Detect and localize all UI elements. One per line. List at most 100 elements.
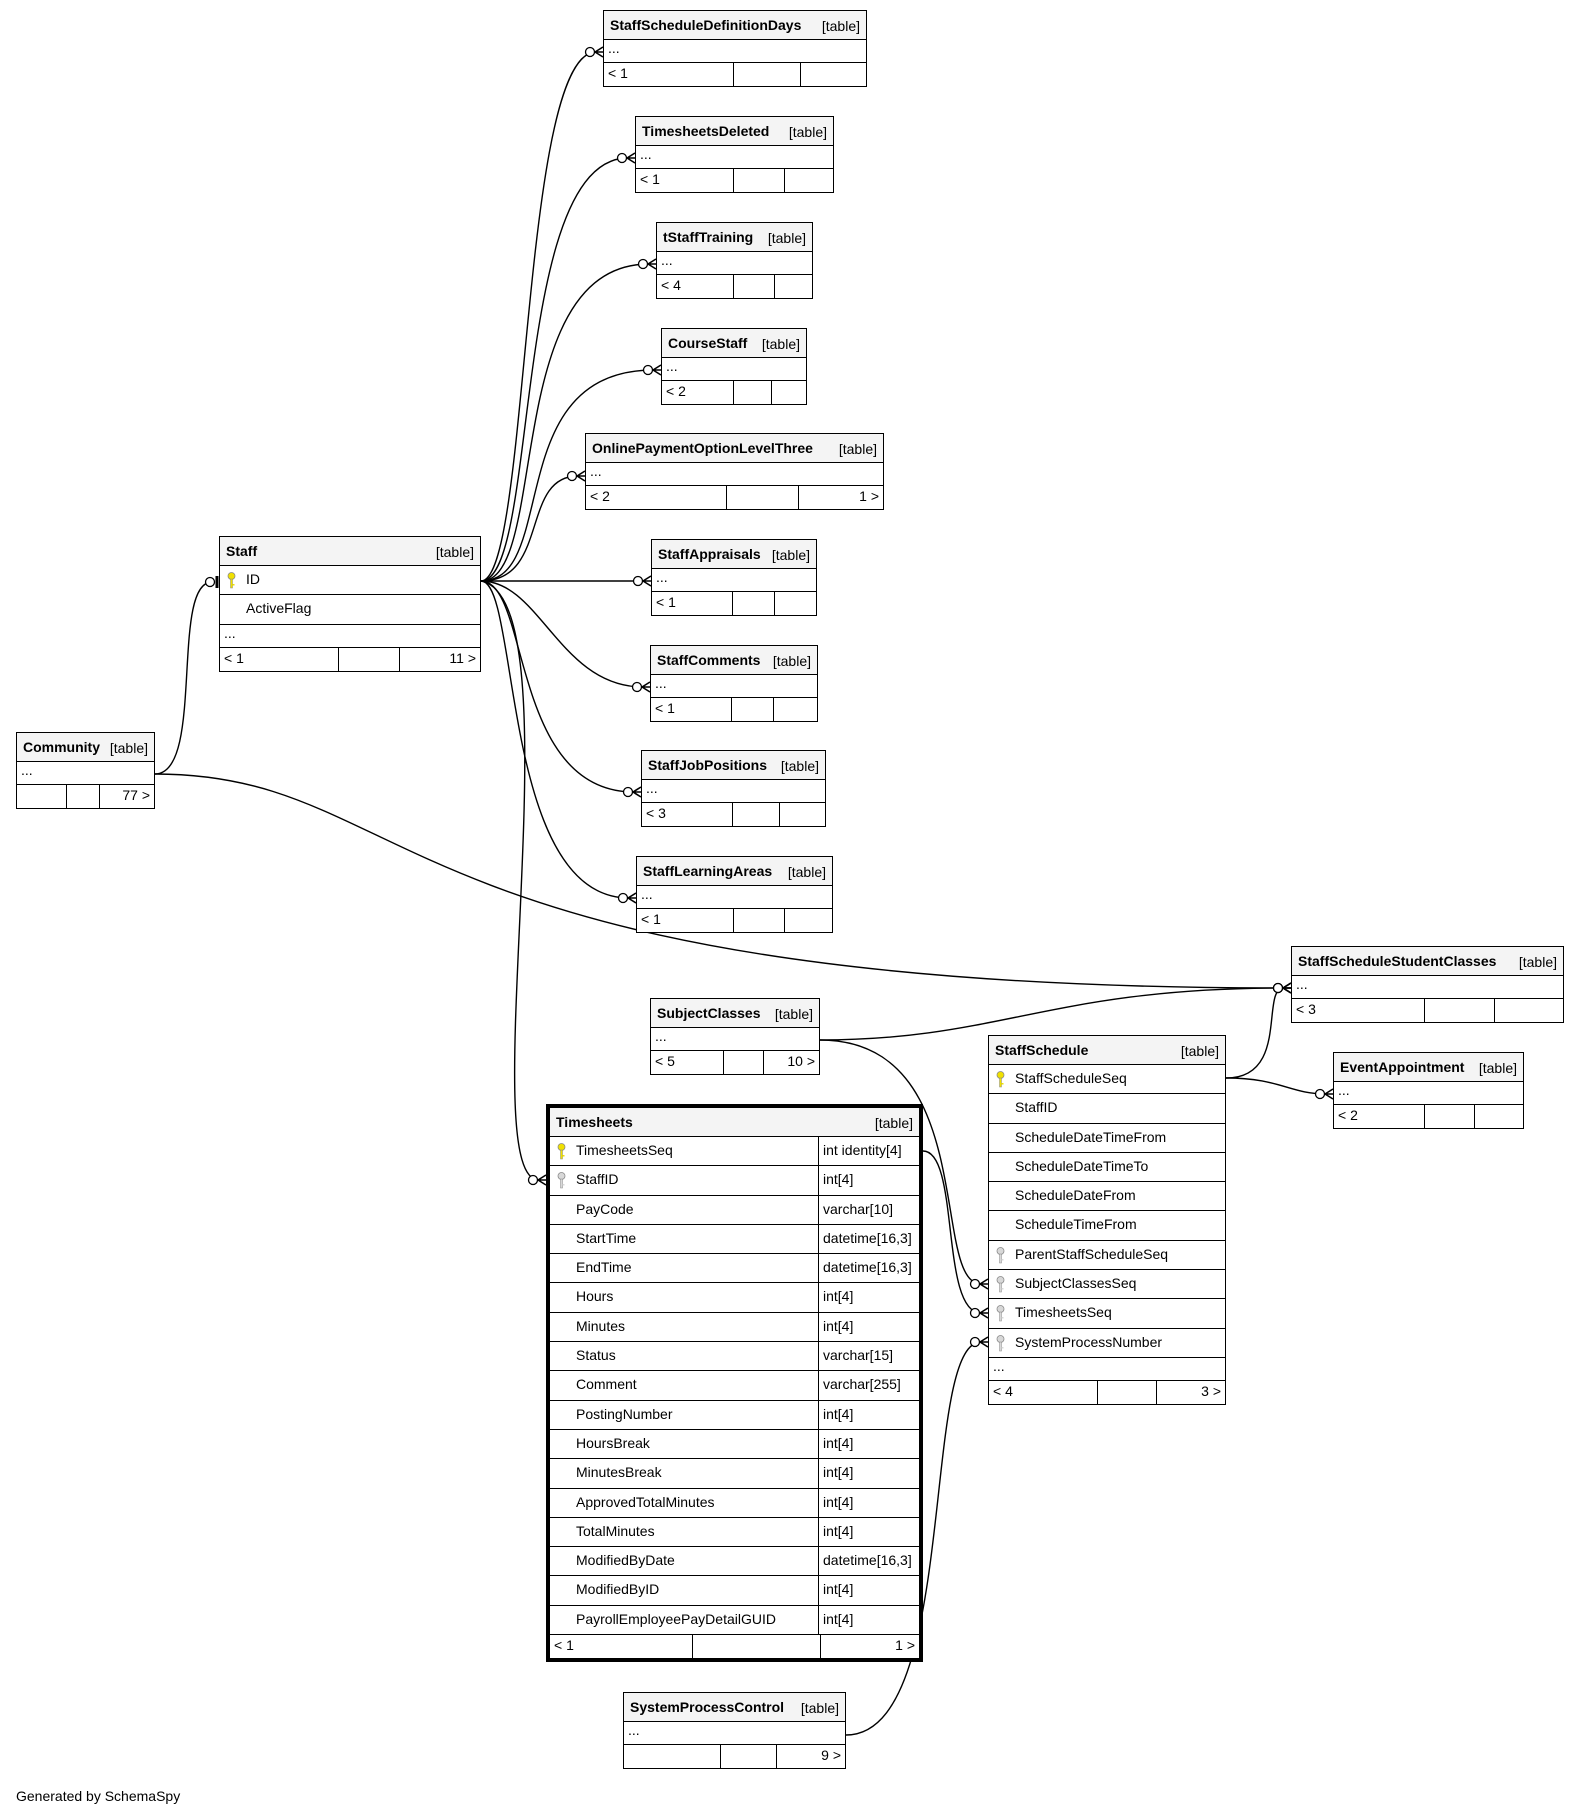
child-count: 10 >	[787, 1053, 815, 1069]
more-columns-ellipsis[interactable]: ...	[651, 1028, 819, 1051]
table-timesheetsdeleted[interactable]: TimesheetsDeleted[table]...< 1	[635, 116, 834, 193]
more-columns-ellipsis[interactable]: ...	[636, 146, 833, 169]
table-header: OnlinePaymentOptionLevelThree[table]	[586, 434, 883, 463]
zero-marker	[969, 1336, 981, 1348]
column-row[interactable]: ActiveFlag	[220, 595, 480, 625]
table-name[interactable]: Timesheets	[556, 1114, 633, 1130]
table-name[interactable]: StaffSchedule	[995, 1042, 1089, 1058]
table-name[interactable]: StaffAppraisals	[658, 546, 761, 562]
table-onlinepaymentoptionlevelthree[interactable]: OnlinePaymentOptionLevelThree[table]...<…	[585, 433, 884, 510]
table-name[interactable]: EventAppointment	[1340, 1059, 1465, 1075]
table-staffscheduledefinitiondays[interactable]: StaffScheduleDefinitionDays[table]...< 1	[603, 10, 867, 87]
table-name[interactable]: tStaffTraining	[663, 229, 754, 245]
table-staffjobpositions[interactable]: StaffJobPositions[table]...< 3	[641, 750, 826, 827]
more-columns-ellipsis[interactable]: ...	[657, 252, 812, 275]
table-staffschedulestudentclasses[interactable]: StaffScheduleStudentClasses[table]...< 3	[1291, 946, 1564, 1023]
more-columns-ellipsis[interactable]: ...	[604, 40, 866, 63]
more-columns-ellipsis[interactable]: ...	[624, 1722, 845, 1745]
table-name[interactable]: Staff	[226, 543, 258, 559]
table-type: [table]	[800, 1700, 839, 1716]
column-row[interactable]: ScheduleDateTimeTo	[989, 1153, 1225, 1183]
table-name[interactable]: SubjectClasses	[657, 1005, 761, 1021]
row-count	[733, 803, 780, 826]
table-name[interactable]: TimesheetsDeleted	[642, 123, 770, 139]
column-type: varchar[15]	[823, 1347, 894, 1364]
relationship-line	[480, 580, 630, 899]
more-columns-ellipsis[interactable]: ...	[220, 625, 480, 648]
more-columns-ellipsis[interactable]: ...	[586, 463, 883, 486]
column-name-text: TimesheetsSeq	[576, 1142, 673, 1158]
more-columns-ellipsis[interactable]: ...	[652, 569, 816, 592]
column-row[interactable]: ScheduleDateFrom	[989, 1182, 1225, 1212]
row-count	[734, 169, 785, 192]
more-columns-ellipsis[interactable]: ...	[662, 358, 806, 381]
more-columns-ellipsis[interactable]: ...	[17, 762, 154, 785]
column-name: ID	[246, 571, 260, 587]
zero-marker	[566, 470, 578, 482]
more-columns-ellipsis[interactable]: ...	[989, 1358, 1225, 1381]
table-name[interactable]: Community	[23, 739, 100, 755]
more-columns-ellipsis[interactable]: ...	[1292, 976, 1563, 999]
child-count: 3 >	[1201, 1382, 1221, 1399]
table-name[interactable]: StaffScheduleDefinitionDays	[610, 17, 802, 33]
table-name[interactable]: CourseStaff	[668, 335, 748, 351]
more-columns-ellipsis[interactable]: ...	[651, 675, 817, 698]
column-row[interactable]: ScheduleTimeFrom	[989, 1211, 1225, 1241]
table-name[interactable]: SystemProcessControl	[630, 1699, 785, 1715]
parent-count: < 2	[586, 486, 727, 509]
column-row[interactable]: StaffScheduleSeq	[989, 1065, 1225, 1095]
column-row[interactable]: SystemProcessNumber	[989, 1329, 1225, 1358]
column-type: datetime[16,3]	[823, 1229, 912, 1246]
more-columns-ellipsis[interactable]: ...	[642, 780, 825, 803]
table-eventappointment[interactable]: EventAppointment[table]...< 2	[1333, 1052, 1524, 1129]
column-row[interactable]: TimesheetsSeq	[989, 1299, 1225, 1329]
table-staffappraisals[interactable]: StaffAppraisals[table]...< 1	[651, 539, 817, 616]
table-coursestaff[interactable]: CourseStaff[table]...< 2	[661, 328, 807, 405]
more-columns-ellipsis[interactable]: ...	[637, 886, 832, 909]
row-count	[734, 275, 775, 298]
edge-staff-cs	[480, 364, 662, 582]
table-name[interactable]: StaffScheduleStudentClasses	[1298, 953, 1497, 969]
edge-sched-ea	[1225, 1077, 1334, 1100]
table-name[interactable]: StaffJobPositions	[648, 757, 768, 773]
table-name[interactable]: StaffLearningAreas	[643, 863, 773, 879]
child-count: 1 >	[895, 1637, 915, 1654]
table-staffcomments[interactable]: StaffComments[table]...< 1	[650, 645, 818, 722]
column-row[interactable]: ParentStaffScheduleSeq	[989, 1241, 1225, 1271]
column-row[interactable]: SubjectClassesSeq	[989, 1270, 1225, 1300]
more-columns-ellipsis[interactable]: ...	[1334, 1082, 1523, 1105]
table-tstafftraining[interactable]: tStaffTraining[table]...< 4	[656, 222, 813, 299]
edge-staff-ssdd	[480, 46, 604, 582]
table-systemprocesscontrol[interactable]: SystemProcessControl[table]...9 >	[623, 1692, 846, 1769]
column-row[interactable]: ID	[220, 566, 480, 596]
column-row[interactable]: ScheduleDateTimeFrom	[989, 1124, 1225, 1153]
table-type: [table]	[767, 230, 806, 246]
column-row[interactable]: StaffID	[989, 1094, 1225, 1124]
table-stafflearningareas[interactable]: StaffLearningAreas[table]...< 1	[636, 856, 833, 933]
table-name[interactable]: OnlinePaymentOptionLevelThree	[592, 440, 813, 456]
foreign-key-icon	[996, 1276, 1005, 1293]
table-community[interactable]: Community[table]...77 >	[16, 732, 155, 809]
table-name[interactable]: StaffComments	[657, 652, 761, 668]
